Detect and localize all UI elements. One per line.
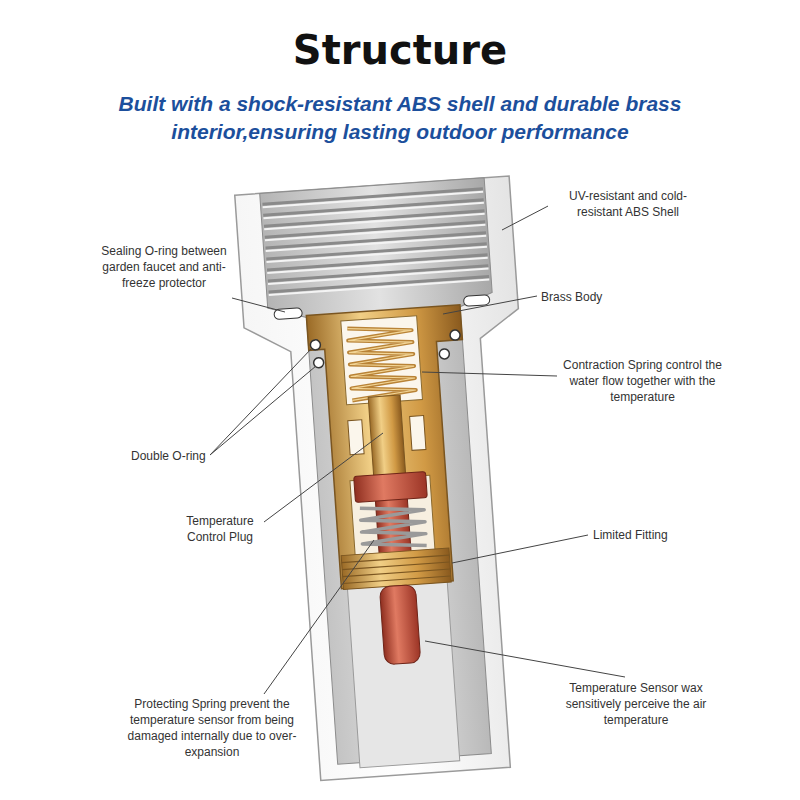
callout-label: Sealing O-ring between garden faucet and… (100, 243, 228, 291)
protecting-spring (360, 504, 427, 550)
leader-line (425, 641, 625, 677)
temperature-sensor (379, 584, 420, 664)
leader-line (502, 205, 550, 230)
control-plug (368, 395, 406, 477)
fitting-thread (342, 555, 451, 583)
callout-label: Temperature Control Plug (178, 513, 262, 545)
leader-line (264, 433, 383, 522)
shell-cavity (260, 178, 525, 767)
leader-line (232, 298, 285, 312)
leader-line (264, 540, 374, 694)
spring-highlight (347, 324, 416, 400)
callout-label: UV-resistant and cold-resistant ABS Shel… (548, 188, 708, 220)
sealing-o-ring (274, 308, 303, 320)
o-ring (450, 330, 461, 341)
flow-port (410, 416, 426, 451)
callout-label: Brass Body (540, 289, 640, 305)
callout-label: Contraction Spring control the water flo… (560, 357, 725, 405)
brass-body (306, 305, 479, 590)
contraction-spring (347, 324, 416, 400)
leader-line (422, 372, 557, 376)
abs-shell (235, 176, 550, 784)
o-ring (439, 349, 450, 360)
leader-line (210, 348, 312, 455)
title: Structure (0, 26, 800, 74)
callout-label: Temperature Sensor wax sensitively perce… (556, 680, 716, 728)
callout-label: Double O-ring (130, 448, 210, 464)
leader-line (452, 535, 588, 563)
spring-chamber (341, 316, 423, 405)
shell-thread-highlight (263, 192, 490, 295)
sensor-cap (354, 472, 428, 503)
valve-group (235, 176, 550, 784)
lower-bore (347, 581, 459, 768)
subtitle: Built with a shock-resistant ABS shell a… (80, 90, 720, 146)
leader-line (443, 296, 537, 314)
limited-fitting (341, 548, 451, 589)
sealing-o-ring (463, 295, 490, 307)
callout-label: Limited Fitting (592, 527, 692, 543)
callout-label: Protecting Spring prevent the temperatur… (116, 696, 308, 760)
leader-line (210, 366, 316, 455)
